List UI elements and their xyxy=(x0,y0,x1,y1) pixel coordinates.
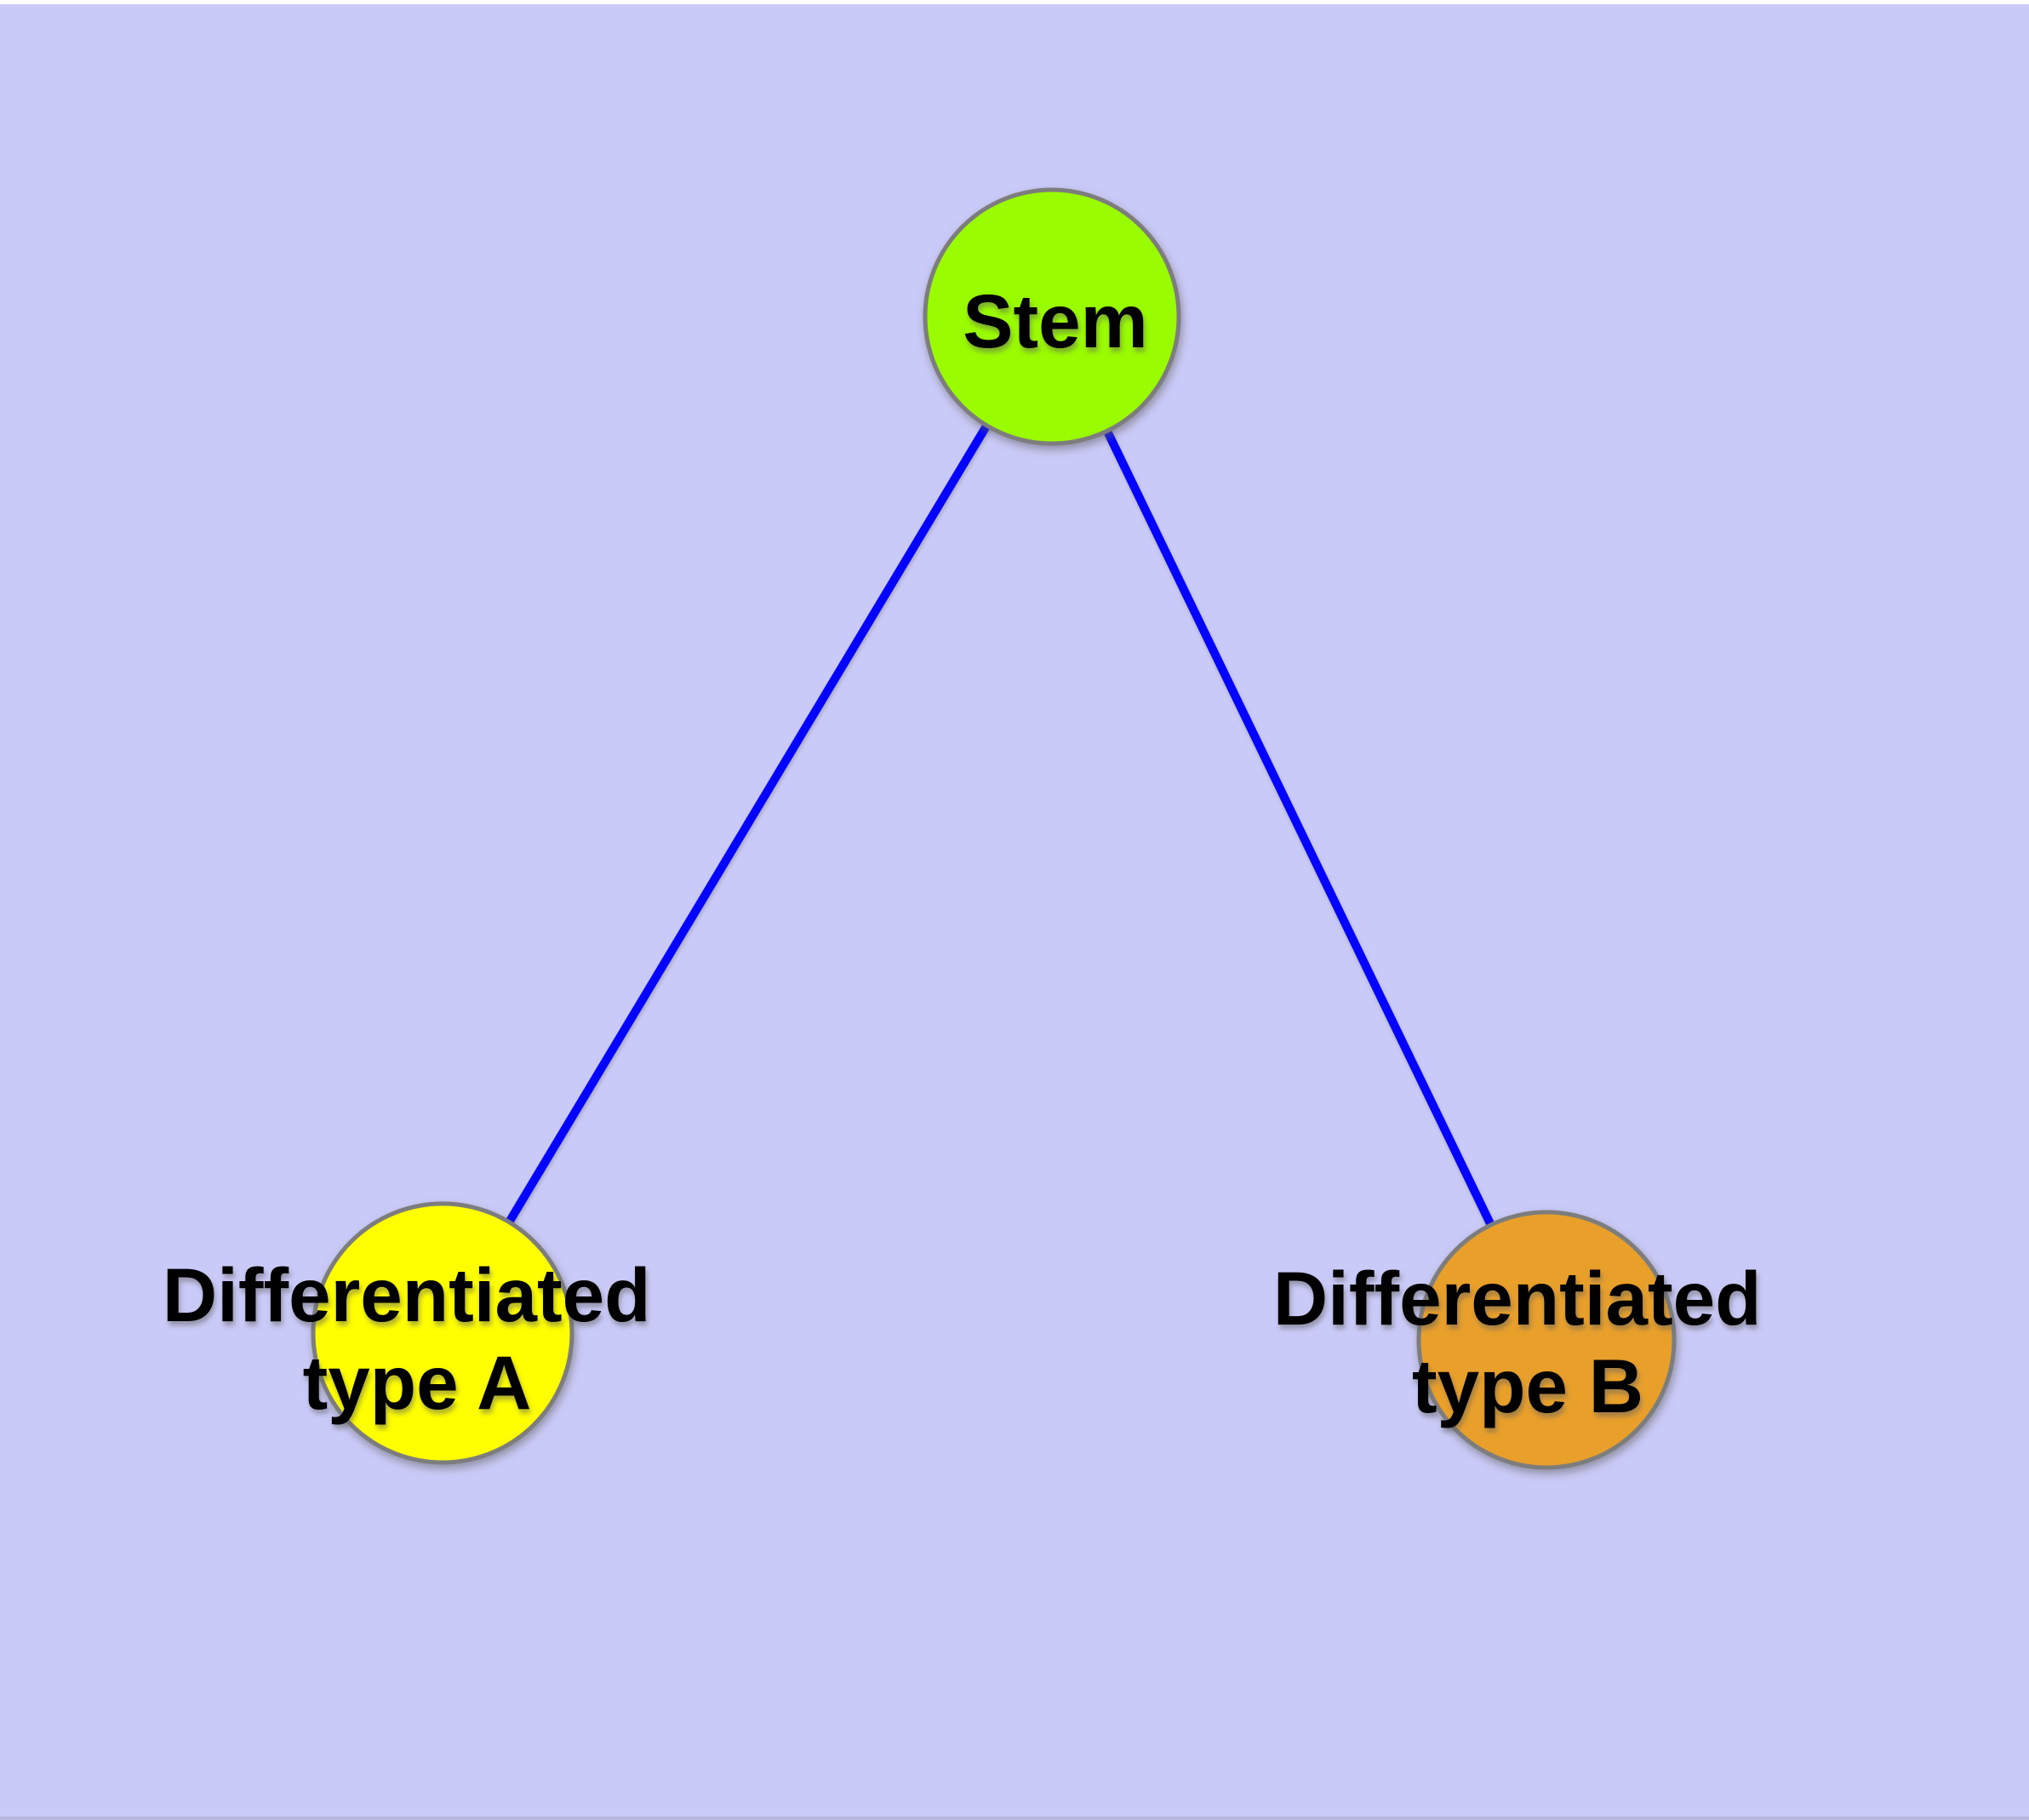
node-labels: Stem Differentiated type A Differentiate… xyxy=(163,278,1782,1428)
type-b-label-line2: type B xyxy=(1412,1343,1643,1428)
type-a-node-circle xyxy=(311,1201,574,1465)
edge-stem-to-type-a xyxy=(438,314,1056,1336)
type-b-node-circle xyxy=(1416,1210,1677,1470)
edge-stem-to-type-b xyxy=(1048,314,1551,1342)
type-a-node-label: Differentiated type A xyxy=(163,1252,672,1425)
top-edge-strip xyxy=(0,0,2029,4)
nodes xyxy=(311,187,1677,1470)
type-a-label-line1: Differentiated xyxy=(163,1252,651,1337)
type-a-label-line2: type A xyxy=(303,1340,532,1425)
bottom-edge-strip xyxy=(0,1817,2029,1820)
edges xyxy=(438,314,1551,1342)
type-b-node-label: Differentiated type B xyxy=(1273,1256,1782,1428)
type-b-label-line1: Differentiated xyxy=(1273,1256,1762,1341)
stem-node-label: Stem xyxy=(963,278,1148,363)
stem-node-circle xyxy=(923,187,1181,446)
